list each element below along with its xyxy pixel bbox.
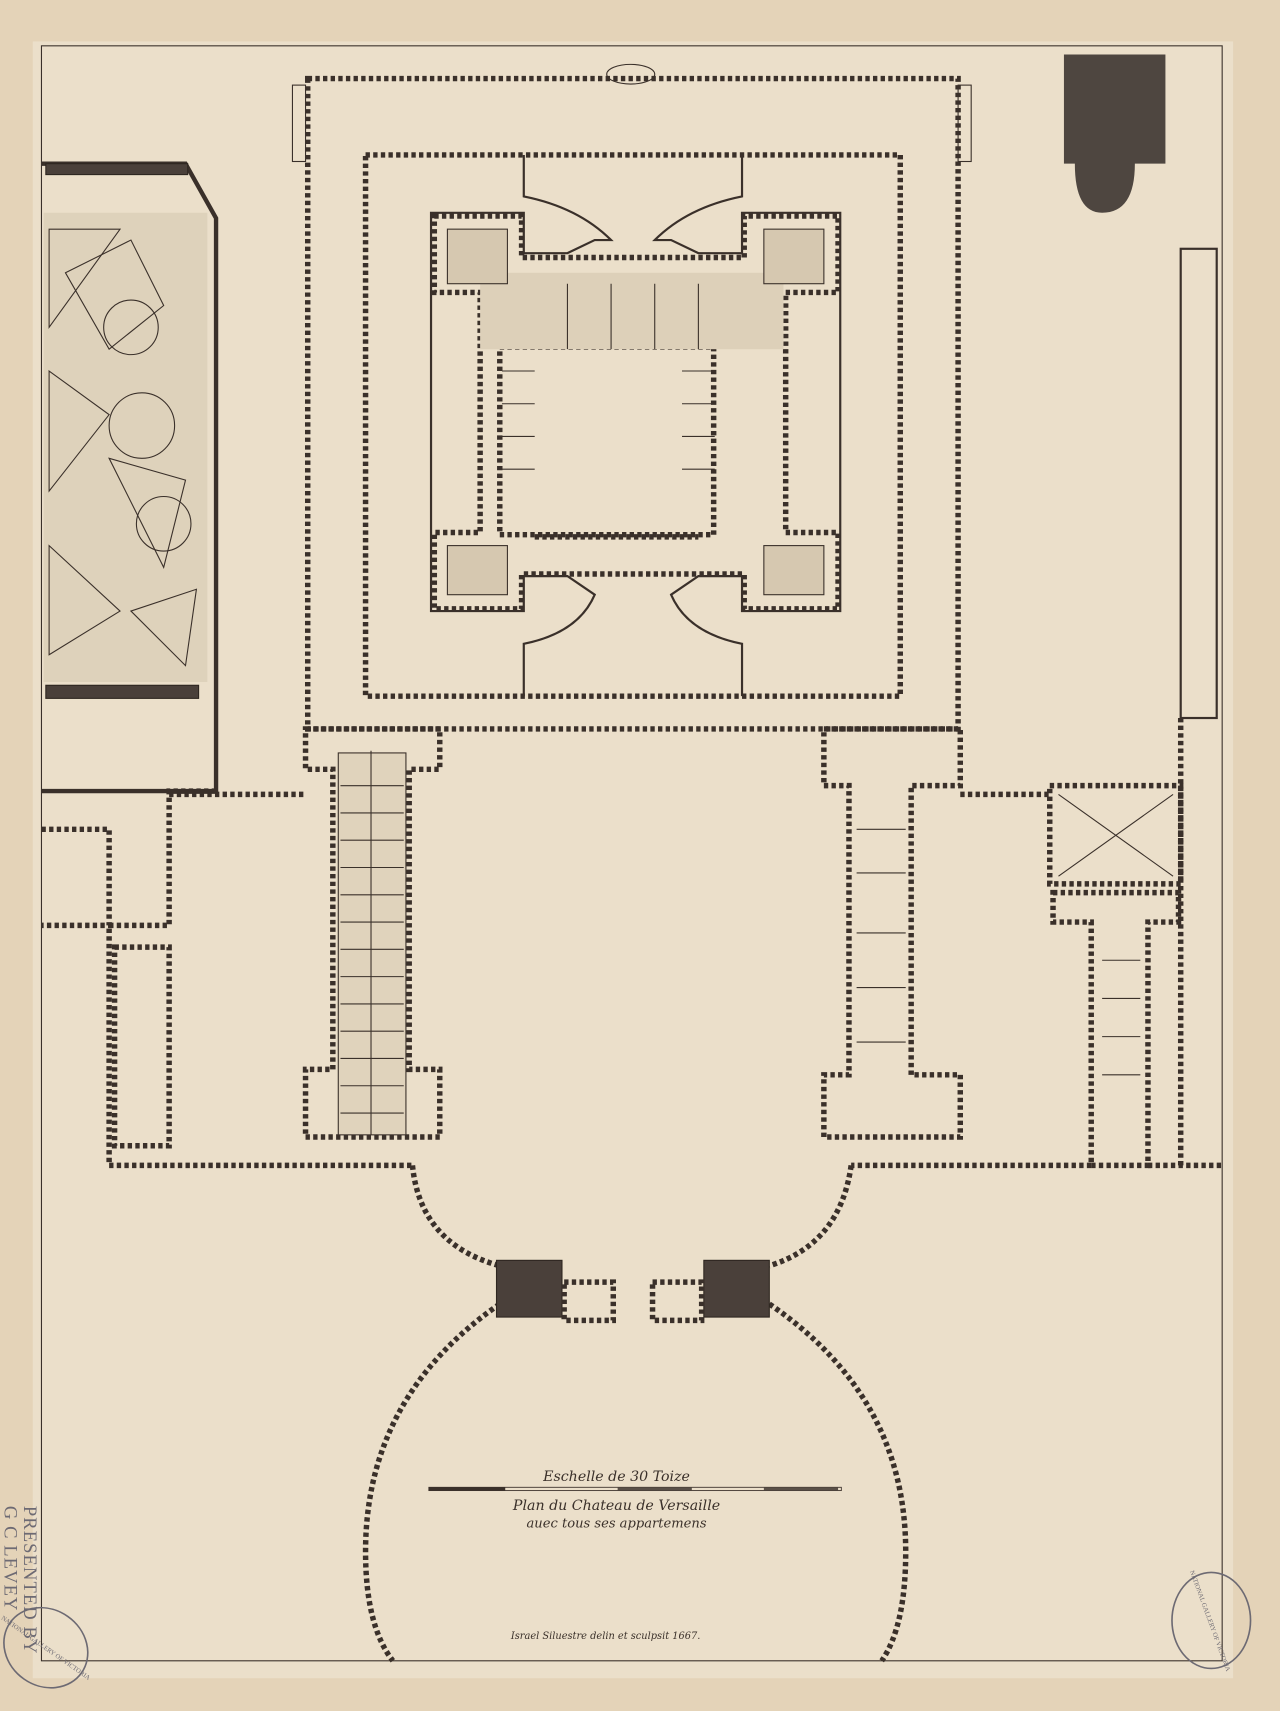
chateau-main-block	[429, 154, 842, 697]
moat-enclosure	[362, 152, 903, 699]
plate-border	[40, 45, 1223, 1662]
scale-label: Eschelle de 30 Toize	[542, 1469, 690, 1485]
forecourt-curve-left	[409, 1165, 501, 1269]
forecourt-walls	[41, 718, 1223, 1169]
lower-circle-arc	[362, 1301, 909, 1663]
scale-bar	[428, 1486, 842, 1492]
presented-by-stamp: PRESENTED BY G C LEVEY	[0, 1506, 40, 1655]
garden-parterre	[41, 161, 219, 794]
plan-subtitle: auec tous ses appartemens	[527, 1517, 707, 1532]
forecourt-pavilions	[495, 1259, 770, 1324]
plan-title: Plan du Chateau de Versaille	[512, 1498, 720, 1514]
top-fountain	[606, 63, 656, 85]
dark-pavilion-top-right	[1063, 54, 1166, 213]
left-wing	[302, 726, 443, 1140]
presented-by-line2: G C LEVEY	[0, 1506, 20, 1612]
forecourt-curve-right	[768, 1165, 854, 1269]
outer-court-enclosure	[304, 75, 961, 732]
right-gallery-outline	[1179, 247, 1218, 720]
engraver-signature: Israel Siluestre delin et sculpsit 1667.	[510, 1631, 701, 1642]
right-wing	[821, 726, 964, 1140]
presented-by-line1: PRESENTED BY	[19, 1506, 40, 1655]
